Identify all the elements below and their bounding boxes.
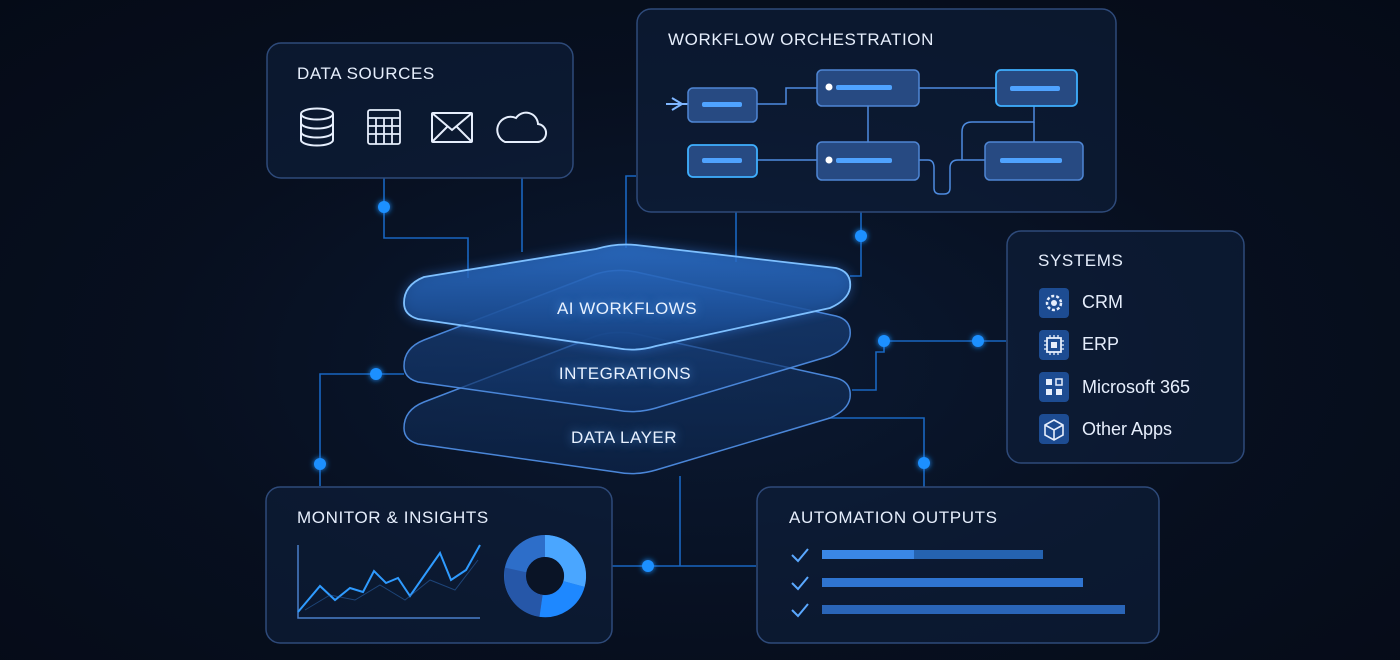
gear-icon bbox=[1039, 288, 1069, 318]
system-item-crm[interactable]: CRM bbox=[1082, 292, 1123, 312]
workflow-title: WORKFLOW ORCHESTRATION bbox=[668, 30, 934, 49]
check-icon bbox=[791, 548, 809, 618]
system-item-other-apps[interactable]: Other Apps bbox=[1082, 419, 1173, 439]
layer-integrations[interactable]: INTEGRATIONS bbox=[558, 364, 692, 383]
cube-icon bbox=[1039, 414, 1069, 444]
apps-grid-icon bbox=[1039, 372, 1069, 402]
workflow-entry-arrow bbox=[666, 97, 688, 111]
system-item-microsoft-365[interactable]: Microsoft 365 bbox=[1082, 377, 1191, 397]
monitor-title: MONITOR & INSIGHTS bbox=[297, 508, 489, 527]
chip-icon bbox=[1039, 330, 1069, 360]
workflow-graph bbox=[666, 69, 1084, 195]
connection-nodes bbox=[314, 201, 984, 572]
database-icon bbox=[300, 107, 334, 147]
layer-data-layer[interactable]: DATA LAYER bbox=[570, 428, 678, 447]
spreadsheet-icon bbox=[367, 109, 401, 145]
monitor-donut-chart bbox=[504, 534, 587, 618]
layer-ai-workflows[interactable]: AI WORKFLOWS bbox=[556, 299, 698, 318]
mail-icon bbox=[431, 112, 473, 143]
systems-title: SYSTEMS bbox=[1038, 251, 1124, 270]
outputs-panel bbox=[756, 486, 1160, 644]
data-sources-panel bbox=[266, 42, 574, 179]
workflow-nodes bbox=[687, 69, 1084, 181]
system-item-erp[interactable]: ERP bbox=[1082, 334, 1120, 354]
layer-stack bbox=[403, 243, 852, 475]
cloud-icon bbox=[496, 111, 547, 144]
ai-workflows-plate bbox=[403, 243, 852, 351]
outputs-title: AUTOMATION OUTPUTS bbox=[789, 508, 998, 527]
output-checklist bbox=[791, 548, 1125, 618]
monitor-line-chart bbox=[297, 544, 481, 619]
data-sources-title: DATA SOURCES bbox=[297, 64, 435, 83]
